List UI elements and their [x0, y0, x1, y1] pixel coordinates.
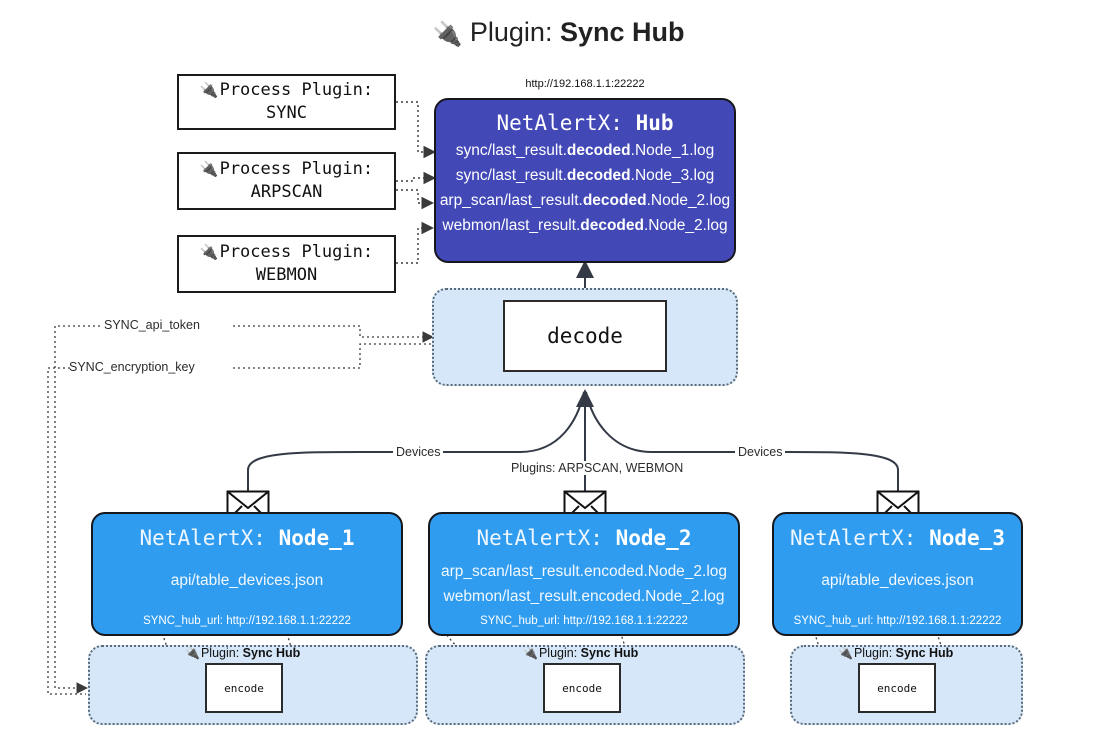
plugins-label-center: Plugins: ARPSCAN, WEBMON — [508, 461, 687, 475]
hub-title: NetAlertX: Hub — [436, 111, 734, 135]
node-title: NetAlertX: Node_3 — [774, 526, 1021, 550]
node-title: NetAlertX: Node_1 — [93, 526, 401, 550]
node-box-node-1[interactable]: NetAlertX: Node_1 api/table_devices.json… — [91, 512, 403, 636]
hub-logline: sync/last_result.decoded.Node_3.log — [436, 167, 734, 185]
decode-label: decode — [547, 324, 623, 348]
node-title-prefix: NetAlertX: — [139, 526, 266, 550]
node-title-name: Node_1 — [278, 526, 355, 550]
logline-em: decoded — [582, 192, 647, 209]
logline-post: .Node_2.log — [643, 217, 728, 234]
process-plugin-box-sync[interactable]: 🔌Process Plugin: SYNC — [177, 74, 396, 130]
hub-logline: webmon/last_result.decoded.Node_2.log — [436, 217, 734, 235]
hub-logline: sync/last_result.decoded.Node_1.log — [436, 142, 734, 160]
logline-pre: webmon/last_result. — [442, 217, 581, 234]
plugin-name: Sync Hub — [580, 646, 639, 660]
logline-pre: sync/last_result. — [455, 167, 567, 184]
encode-plugin-label-node-2: 🔌Plugin: Sync Hub — [523, 646, 638, 660]
devices-label-left: Devices — [393, 445, 444, 459]
page-title-prefix: Plugin: — [469, 17, 553, 47]
devices-label-right: Devices — [735, 445, 786, 459]
sync-api-token-label: SYNC_api_token — [104, 318, 200, 332]
logline-post: .Node_1.log — [630, 142, 715, 159]
node-title-name: Node_3 — [929, 526, 1005, 550]
node-hub-url-label: SYNC_hub_url: http://192.168.1.1:22222 — [143, 615, 351, 627]
logline-pre: sync/last_result. — [455, 142, 567, 159]
node-line: api/table_devices.json — [821, 572, 974, 589]
hub-url-label: http://192.168.1.1:22222 — [525, 78, 645, 90]
process-plugin-box-arpscan[interactable]: 🔌Process Plugin: ARPSCAN — [177, 152, 396, 210]
plug-icon: 🔌 — [838, 646, 853, 660]
node-title-prefix: NetAlertX: — [476, 526, 603, 550]
process-plugin-name: WEBMON — [255, 265, 318, 285]
node-line: api/table_devices.json — [170, 572, 324, 589]
logline-em: decoded — [580, 217, 644, 234]
node-line: arp_scan/last_result.encoded.Node_2.log — [440, 563, 728, 580]
logline-em: decoded — [566, 142, 631, 159]
sync-encryption-key-label: SYNC_encryption_key — [69, 360, 195, 374]
plugin-prefix: Plugin: — [200, 646, 240, 660]
node-hub-url-label: SYNC_hub_url: http://192.168.1.1:22222 — [793, 615, 1002, 627]
encode-box-node-3[interactable]: encode — [858, 663, 936, 713]
page-title: 🔌 Plugin: Sync Hub — [0, 16, 1117, 49]
encode-box-node-1[interactable]: encode — [205, 663, 283, 713]
hub-title-name: Hub — [635, 111, 674, 135]
plugin-prefix: Plugin: — [853, 646, 893, 660]
process-plugin-header: Process Plugin: — [219, 242, 374, 263]
process-plugin-name: ARPSCAN — [250, 182, 323, 202]
process-plugin-header: Process Plugin: — [219, 80, 374, 101]
node-title: NetAlertX: Node_2 — [430, 526, 738, 550]
plug-icon: 🔌 — [185, 646, 200, 660]
plug-icon: 🔌 — [199, 82, 219, 100]
logline-pre: arp_scan/last_result. — [439, 192, 583, 209]
plug-icon: 🔌 — [199, 161, 219, 179]
decode-box[interactable]: decode — [503, 300, 667, 372]
plugin-name: Sync Hub — [895, 646, 954, 660]
plugin-prefix: Plugin: — [538, 646, 578, 660]
process-plugin-name: SYNC — [266, 103, 307, 123]
logline-post: .Node_2.log — [646, 192, 731, 209]
node-line: webmon/last_result.encoded.Node_2.log — [443, 588, 725, 605]
plug-icon: 🔌 — [523, 646, 538, 660]
node-title-prefix: NetAlertX: — [790, 526, 917, 550]
hub-title-prefix: NetAlertX: — [496, 111, 623, 135]
node-hub-url-label: SYNC_hub_url: http://192.168.1.1:22222 — [480, 615, 688, 627]
encode-plugin-label-node-1: 🔌Plugin: Sync Hub — [185, 646, 300, 660]
encode-label: encode — [877, 681, 917, 695]
encode-box-node-2[interactable]: encode — [543, 663, 621, 713]
encode-plugin-label-node-3: 🔌Plugin: Sync Hub — [838, 646, 953, 660]
plug-icon: 🔌 — [432, 21, 463, 48]
process-plugin-box-webmon[interactable]: 🔌Process Plugin: WEBMON — [177, 235, 396, 293]
node-box-node-3[interactable]: NetAlertX: Node_3 api/table_devices.json… — [772, 512, 1023, 636]
page-title-name: Sync Hub — [559, 17, 685, 47]
process-plugin-header: Process Plugin: — [219, 159, 374, 180]
logline-em: decoded — [566, 167, 631, 184]
hub-logline: arp_scan/last_result.decoded.Node_2.log — [436, 192, 734, 210]
hub-node[interactable]: NetAlertX: Hub sync/last_result.decoded.… — [434, 98, 736, 263]
encode-label: encode — [562, 681, 602, 695]
node-box-node-2[interactable]: NetAlertX: Node_2 arp_scan/last_result.e… — [428, 512, 740, 636]
logline-post: .Node_3.log — [630, 167, 715, 184]
plugin-name: Sync Hub — [242, 646, 301, 660]
node-title-name: Node_2 — [615, 526, 692, 550]
encode-label: encode — [224, 681, 264, 695]
plug-icon: 🔌 — [199, 244, 219, 262]
